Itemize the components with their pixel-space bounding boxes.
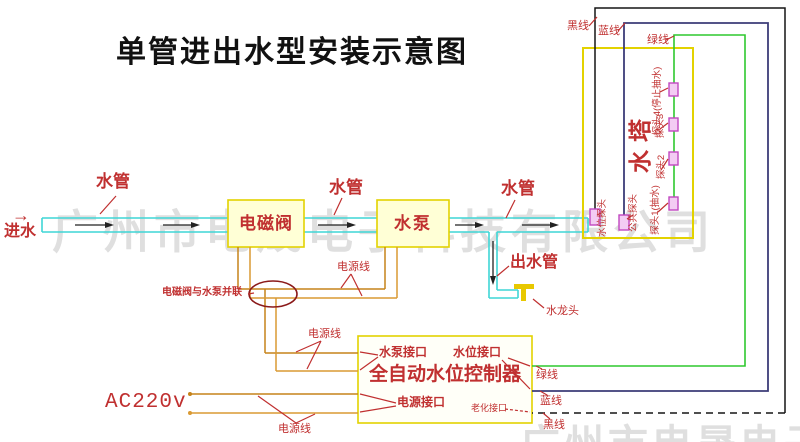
outlet-pipe-label: 出水管 xyxy=(510,254,559,271)
power-line-label-2: 电源线 xyxy=(308,328,341,340)
inlet-label: 进水 xyxy=(4,223,37,240)
level-probe-label: 水位探头 xyxy=(597,199,608,238)
pump-box xyxy=(376,199,450,248)
top-blue-wire-label: 蓝线 xyxy=(598,25,620,37)
pipe-label-1: 水管 xyxy=(96,172,130,191)
bottom-green-wire-label: 绿线 xyxy=(536,369,558,381)
top-black-wire-label: 黑线 xyxy=(567,20,589,32)
probes xyxy=(589,82,679,231)
power-line-label-1: 电源线 xyxy=(337,261,370,273)
controller-box xyxy=(357,335,533,424)
diagram-title: 单管进出水型安装示意图 xyxy=(116,35,468,70)
solenoid-valve-box xyxy=(227,199,305,248)
faucet-label: 水龙头 xyxy=(546,305,579,317)
bottom-blue-wire-label: 蓝线 xyxy=(540,395,562,407)
label-pointers xyxy=(99,16,675,424)
watermark-bottom: 广州市电晟电子科技有限公司 xyxy=(520,412,800,442)
level-port-label: 水位接口 xyxy=(453,345,502,359)
pipe-label-2: 水管 xyxy=(329,178,363,197)
controller-label: 全自动水位控制器 xyxy=(368,363,521,385)
bottom-black-wire-label: 黑线 xyxy=(543,419,565,431)
top-green-wire-label: 绿线 xyxy=(647,34,669,46)
power-port-label: 电源接口 xyxy=(397,395,446,409)
water-tower-box xyxy=(582,47,694,239)
blue-wire xyxy=(532,22,769,392)
pipe-label-3: 水管 xyxy=(501,179,535,198)
power-cord-label: 电源线 xyxy=(278,423,311,435)
aging-port-label: 老化接口 xyxy=(471,403,508,413)
parallel-note-label: 电磁阀与水泵并联 xyxy=(162,287,242,298)
inlet-arrow: → xyxy=(12,205,30,225)
ac-power-wires xyxy=(188,392,358,415)
probe1-label: 探头1(抽水) xyxy=(650,185,661,235)
probe3-label: 探头3 xyxy=(655,113,666,139)
pump-port-label: 水泵接口 xyxy=(379,345,428,359)
common-probe-label: 公共探头 xyxy=(628,194,639,233)
water-pipe xyxy=(41,217,589,299)
faucet-icon xyxy=(514,284,534,301)
ac-supply-label: AC220v xyxy=(105,391,187,414)
flow-arrows xyxy=(75,222,559,285)
solenoid-valve-label: 电磁阀 xyxy=(239,214,293,233)
black-wire xyxy=(594,7,786,413)
pump-label: 水泵 xyxy=(394,214,432,233)
